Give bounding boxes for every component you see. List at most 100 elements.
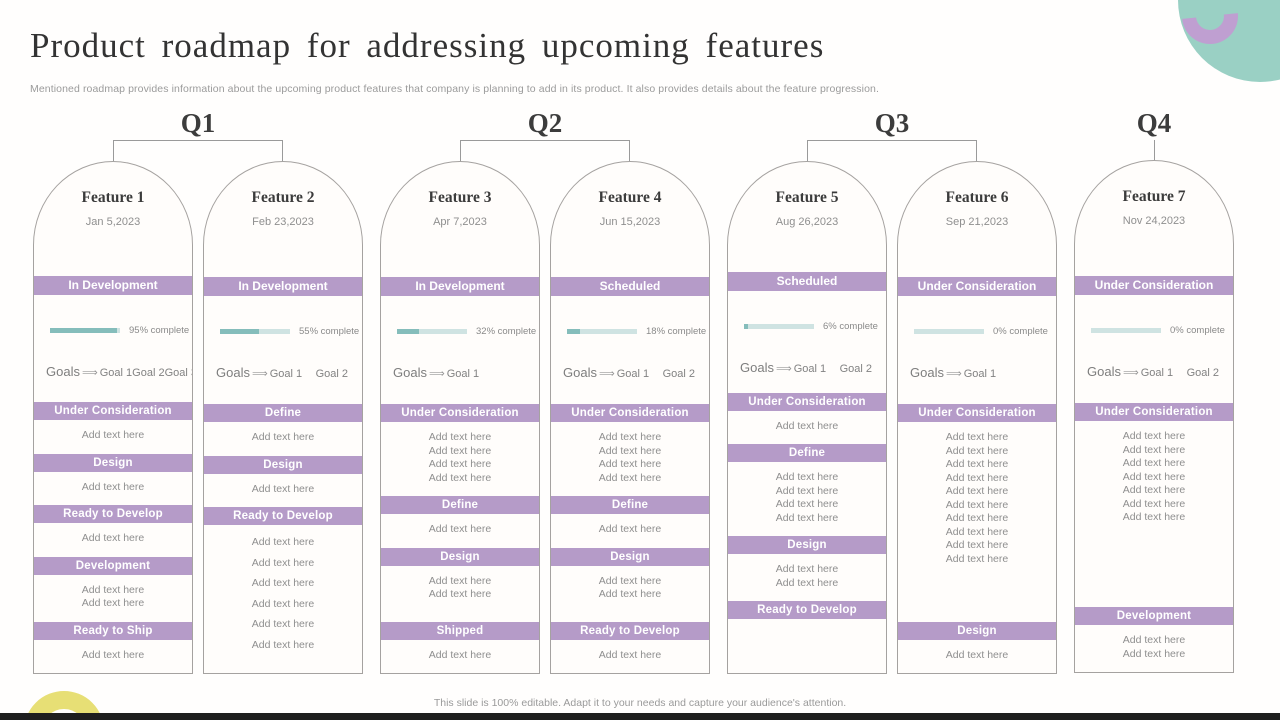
teal-circle-icon [1178, 0, 1280, 82]
goal-item: Goal 1 [793, 362, 827, 375]
stage-section-header: Under Consideration [551, 404, 709, 422]
placeholder-text: Add text here [775, 498, 839, 510]
stage-section-body: Add text here [551, 640, 709, 674]
progress-track [220, 329, 290, 334]
placeholder-text: Add text here [945, 471, 1009, 484]
placeholder-text: Add text here [428, 574, 492, 587]
goal-item: Goal 3 [164, 367, 192, 380]
goals-label: Goals [216, 365, 250, 380]
stage-section-header: Design [728, 536, 886, 554]
stage-section-header: Ready to Develop [551, 621, 709, 640]
progress-track [914, 329, 984, 334]
stage-section-body: Add text here [381, 640, 539, 674]
status-badge: Under Consideration [1075, 276, 1233, 295]
goal-list: Goal 1 [447, 368, 485, 380]
stage-section-header: Design [381, 547, 539, 566]
placeholder-text: Add text here [1122, 443, 1186, 456]
stage-section-header: Define [728, 444, 886, 462]
footer-note: This slide is 100% editable. Adapt it to… [433, 697, 847, 709]
progress-label: 0% complete [1170, 325, 1225, 336]
stage-section-header: Under Consideration [1075, 403, 1233, 421]
placeholder-text: Add text here [428, 431, 492, 443]
status-badge: Scheduled [728, 271, 886, 291]
stage-section-header: Design [204, 455, 362, 474]
goals-arrow-icon: ⟹ [598, 368, 615, 380]
placeholder-text: Add text here [945, 444, 1009, 457]
placeholder-text: Add text here [251, 536, 315, 548]
placeholder-text: Add text here [945, 539, 1009, 551]
progress-label: 18% complete [646, 326, 707, 337]
placeholder-text: Add text here [1122, 634, 1186, 646]
status-badge: Under Consideration [898, 277, 1056, 296]
feature-name: Feature 2 [251, 189, 315, 206]
placeholder-text: Add text here [81, 583, 145, 596]
placeholder-text: Add text here [945, 552, 1009, 565]
feature-date: Aug 26,2023 [775, 216, 839, 228]
goal-item: Goal 1 [1140, 367, 1174, 379]
placeholder-text: Add text here [81, 648, 145, 661]
placeholder-text: Add text here [775, 511, 839, 524]
placeholder-text: Add text here [81, 597, 145, 609]
goals-label: Goals [46, 364, 80, 380]
stage-section-header: Shipped [381, 621, 539, 640]
goals-label: Goals [740, 359, 774, 375]
goal-item: Goal 2 [839, 362, 872, 375]
placeholder-text: Add text here [1122, 647, 1186, 660]
quarter-label: Q4 [1136, 108, 1172, 138]
progress-fill [50, 328, 117, 334]
goal-item: Goal 1 [99, 367, 133, 380]
stage-section-header: Ready to Ship [34, 621, 192, 640]
goals-arrow-icon: ⟹ [251, 368, 268, 380]
placeholder-text: Add text here [598, 444, 662, 457]
placeholder-text: Add text here [598, 458, 662, 470]
stage-section-body [728, 619, 886, 673]
placeholder-text: Add text here [775, 484, 839, 497]
quarter-bracket [460, 140, 630, 161]
placeholder-text: Add text here [775, 471, 839, 483]
placeholder-text: Add text here [945, 431, 1009, 443]
stage-section: Ready to Develop [728, 601, 886, 673]
goals-arrow-icon: ⟹ [81, 367, 98, 380]
goals-row: Goals⟹Goal 1 [908, 365, 1046, 380]
progress-fill [397, 329, 420, 334]
progress-label: 32% complete [476, 326, 537, 337]
stage-section-header: Under Consideration [381, 404, 539, 422]
stage-section-header: Ready to Develop [34, 505, 192, 523]
stage-section-header: Under Consideration [728, 392, 886, 411]
placeholder-text: Add text here [251, 618, 315, 630]
goals-label: Goals [1087, 364, 1121, 379]
progress-label: 0% complete [993, 326, 1048, 337]
goal-item: Goal 2 [132, 367, 165, 380]
quarter-bracket [113, 140, 283, 161]
placeholder-text: Add text here [1122, 470, 1186, 483]
page-title: Product roadmap for addressing upcoming … [30, 26, 825, 65]
